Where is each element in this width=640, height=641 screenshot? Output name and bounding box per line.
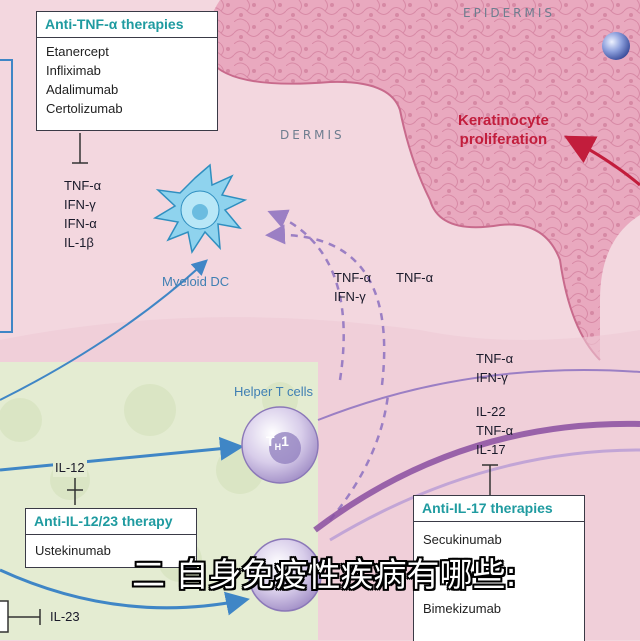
drug-secukinumab: Secukinumab [423, 532, 502, 547]
drug-adalimumab: Adalimumab [46, 82, 119, 97]
th1-num: 1 [281, 433, 289, 449]
cytokine-tnf-alpha: TNF-α [64, 178, 102, 193]
th1-ifn-gamma: IFN-γ [476, 370, 508, 385]
anti-il-12-23-therapy-box: Anti-IL-12/23 therapy Ustekinumab [25, 508, 197, 568]
th1-label: TH1 [266, 433, 289, 452]
dermis-label: DERMIS [280, 128, 345, 142]
th1-tnf-alpha: TNF-α [476, 351, 514, 366]
cytokine-tnf-alpha-mid: TNF-α [334, 270, 372, 285]
keratinocyte-line-1: Keratinocyte [458, 112, 549, 129]
cytokine-il-1beta: IL-1β [64, 235, 94, 250]
cytokine-ifn-gamma-mid: IFN-γ [334, 289, 366, 304]
video-subtitle: 二 自身免疫性疾病有哪些: [132, 555, 517, 594]
cytokine-ifn-gamma: IFN-γ [64, 197, 96, 212]
il-12-label: IL-12 [53, 458, 87, 477]
drug-certolizumab: Certolizumab [46, 101, 123, 116]
cytokine-tnf-alpha-right: TNF-α [396, 270, 434, 285]
th1-output-cytokines: TNF-α IFN-γ [476, 349, 513, 387]
th17-tnf-alpha: TNF-α [476, 423, 514, 438]
drug-bimekizumab: Bimekizumab [423, 601, 502, 616]
immune-cell-ball [602, 32, 630, 60]
th17-cell [248, 538, 322, 612]
drug-ustekinumab: Ustekinumab [35, 543, 111, 558]
drug-etanercept: Etanercept [46, 44, 109, 59]
epidermis-label: EPIDERMIS [463, 6, 556, 20]
il-23-label: IL-23 [50, 609, 80, 624]
drug-infliximab: Infliximab [46, 63, 101, 78]
anti-il-17-title: Anti-IL-17 therapies [414, 496, 584, 522]
th1-h: H [274, 441, 282, 452]
myeloid-dc-label: Myeloid DC [162, 274, 230, 289]
keratinocyte-proliferation-label: Keratinocyte proliferation [458, 111, 549, 149]
helper-t-cells-label: Helper T cells [234, 384, 313, 399]
dc-feedback-cytokines: TNF-α IFN-γ [334, 268, 371, 306]
anti-tnf-title: Anti-TNF-α therapies [37, 12, 217, 38]
th17-il-17: IL-17 [476, 442, 506, 457]
th17-il-22: IL-22 [476, 404, 506, 419]
epidermis-layer [206, 0, 640, 360]
th1-cell [241, 406, 319, 484]
anti-il-12-23-title: Anti-IL-12/23 therapy [26, 509, 196, 535]
cytokine-ifn-alpha: IFN-α [64, 216, 97, 231]
keratinocyte-line-2: proliferation [459, 131, 548, 148]
anti-il-17-therapies-box: Anti-IL-17 therapies Secukinumab Bimekiz… [413, 495, 585, 641]
th17-output-cytokines: IL-22 TNF-α IL-17 [476, 402, 513, 459]
myeloid-cytokines: TNF-α IFN-γ IFN-α IL-1β [64, 176, 101, 252]
th1-t: T [266, 433, 275, 449]
anti-tnf-therapies-box: Anti-TNF-α therapies Etanercept Inflixim… [36, 11, 218, 131]
myeloid-dc-cell [152, 163, 248, 254]
